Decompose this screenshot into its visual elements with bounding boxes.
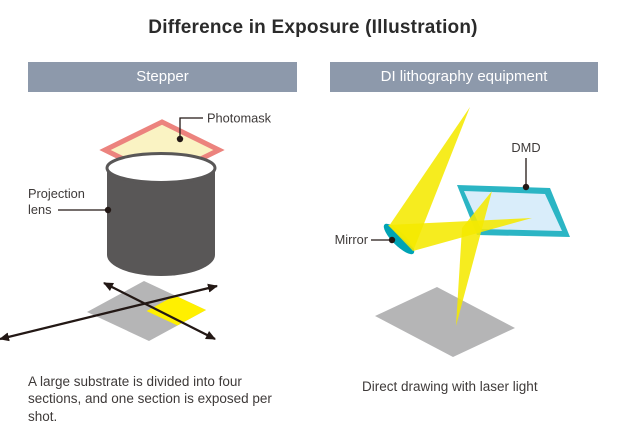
stepper-caption: A large substrate is divided into four s… [28,374,272,424]
projection-lens-label-line1: Projection [28,186,85,201]
projection-lens-top [105,152,217,184]
mirror-leader-dot [388,236,396,244]
di-diagram: DMD Mirror [335,107,570,357]
laser-beam-mirror-to-dmd [388,218,532,251]
substrate-right [375,287,515,357]
di-header: DI lithography equipment [330,62,598,92]
projection-lens-label-line2: lens [28,202,51,217]
photomask-leader-dot [176,135,184,143]
mirror-label: Mirror [335,232,369,247]
stepper-diagram: Photomask Projection lens [0,111,272,342]
laser-beam-incoming [389,107,470,249]
movement-arrows [0,281,218,342]
laser-beam-dmd-to-substrate [456,191,492,326]
laser-beams [388,107,532,326]
photomask-label: Photomask [207,111,272,126]
projection-lens-leader-dot [104,206,112,214]
stepper-header: Stepper [28,62,297,92]
dmd-leader-dot [522,183,530,191]
mirror-shape [383,223,415,255]
page-title: Difference in Exposure (Illustration) [148,17,478,38]
di-caption: Direct drawing with laser light [362,379,538,394]
dmd-label: DMD [511,140,540,155]
projection-lens-body [107,168,215,276]
photomask-leader-line [179,117,203,139]
